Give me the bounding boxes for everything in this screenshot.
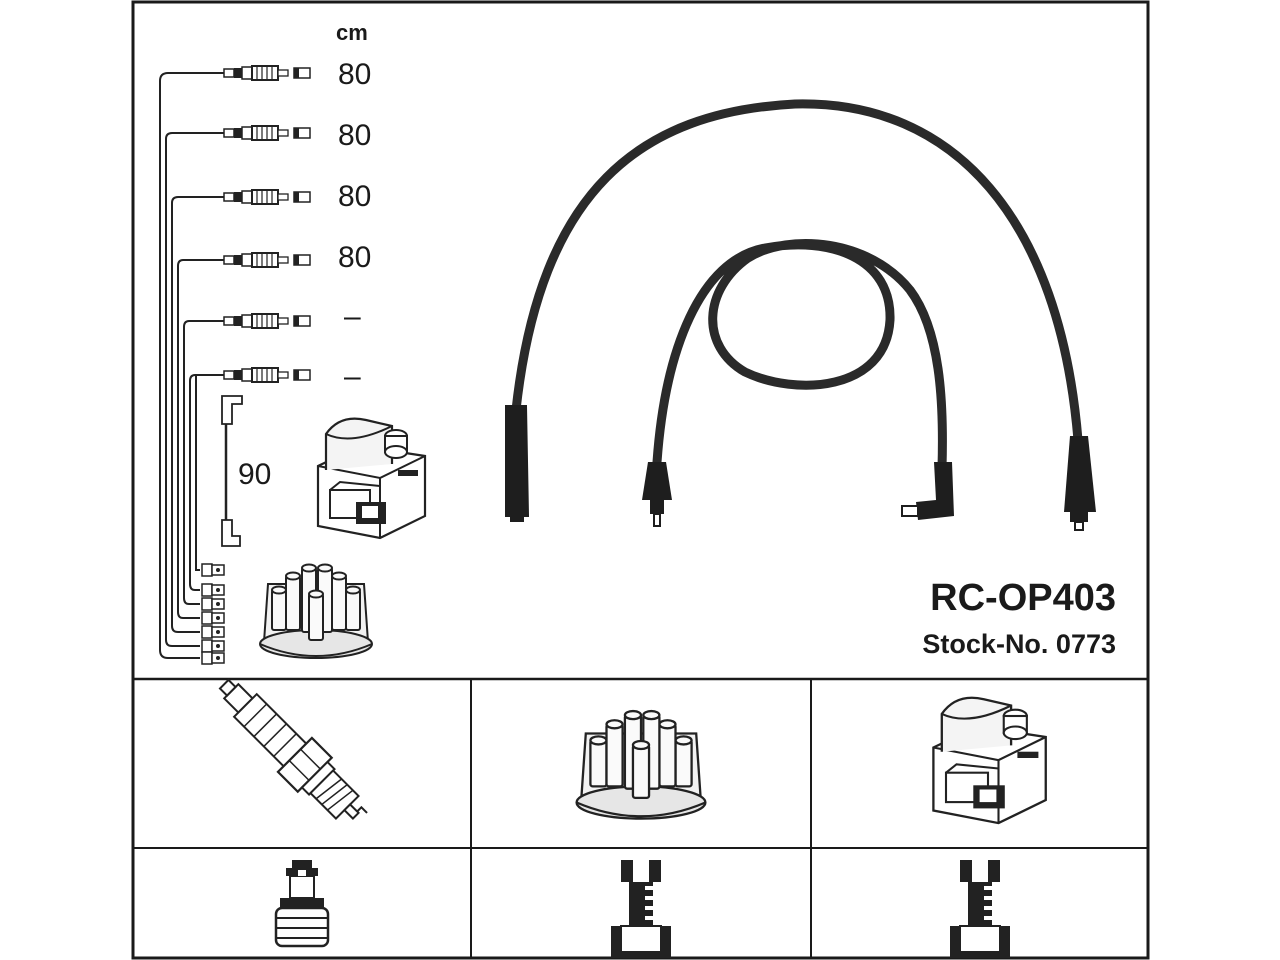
unit-label: cm: [336, 20, 368, 45]
length-label: 80: [338, 241, 371, 274]
length-label: 80: [338, 58, 371, 91]
length-label: 80: [338, 119, 371, 152]
length-label: –: [344, 360, 361, 393]
spark-plug-icon: [218, 678, 368, 820]
coil-lead-schematic: [221, 395, 243, 547]
wire-harness-schematic: [159, 72, 224, 659]
stock-number: Stock-No. 0773: [922, 629, 1116, 659]
length-label: 80: [338, 180, 371, 213]
product-code: RC-OP403: [930, 577, 1116, 619]
plug-terminal-icon: [274, 860, 330, 948]
cable-drawing: [505, 99, 1096, 531]
coil-lead-length-label: 90: [238, 458, 271, 491]
length-label: –: [344, 300, 361, 333]
